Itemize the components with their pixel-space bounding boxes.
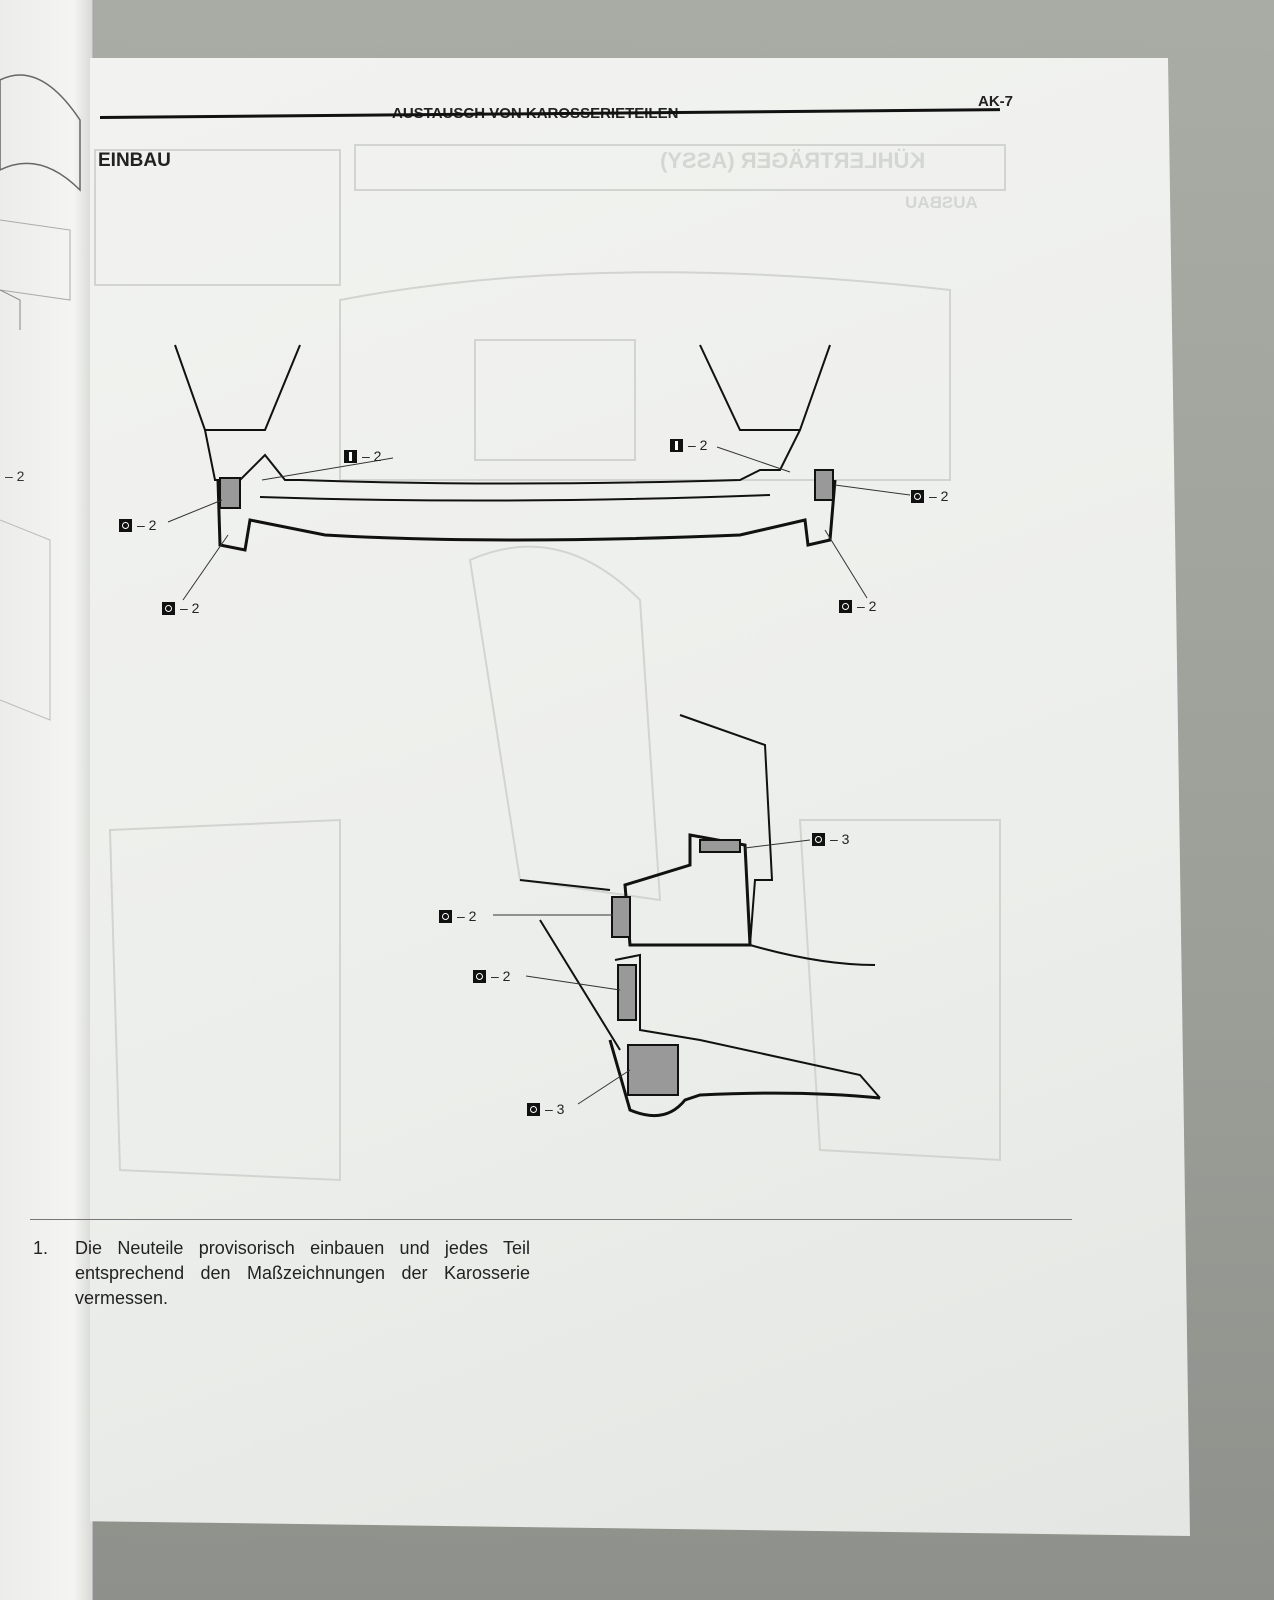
callout-text: – 3 xyxy=(545,1101,565,1117)
weld-callout: – 2 xyxy=(473,968,510,984)
manual-page xyxy=(90,58,1190,1536)
weld-callout: – 3 xyxy=(812,831,849,847)
step-number: 1. xyxy=(33,1238,49,1258)
spot-weld-i-icon xyxy=(344,449,357,463)
weld-callout: – 2 xyxy=(162,600,199,616)
weld-callout: – 2 xyxy=(911,488,948,504)
callout-text: – 2 xyxy=(137,517,157,533)
radiator-support-diagram xyxy=(174,344,837,552)
callout-text: – 2 xyxy=(362,448,382,464)
callout-text: – 2 xyxy=(688,437,708,453)
spot-weld-o-icon xyxy=(439,909,452,923)
spot-weld-o-icon xyxy=(473,969,486,983)
page-number: AK-7 xyxy=(978,93,1014,110)
weld-callout: – 2 xyxy=(119,517,156,533)
left-page-edge: – 2 xyxy=(0,0,93,1600)
callout-text: – 2 xyxy=(180,600,200,616)
weld-callout: – 2 xyxy=(839,598,876,614)
section-title: EINBAU xyxy=(98,150,171,171)
spot-weld-o-icon xyxy=(839,599,852,613)
callout-text: – 2 xyxy=(929,488,949,504)
callout-text: – 2 xyxy=(457,908,477,924)
weld-callout: – 3 xyxy=(527,1101,564,1117)
bleed-through-drawing xyxy=(94,144,1006,1182)
text-divider xyxy=(30,1219,1072,1220)
callout-text: – 2 xyxy=(491,968,511,984)
left-page-margin-label: – 2 xyxy=(5,468,25,484)
weld-callout: – 2 xyxy=(670,437,707,453)
left-page-illustration xyxy=(0,74,81,721)
spot-weld-o-icon xyxy=(119,518,132,532)
spot-weld-o-icon xyxy=(162,601,175,615)
weld-callout: – 2 xyxy=(439,908,476,924)
spot-weld-i-icon xyxy=(670,438,683,452)
leader-lines xyxy=(167,446,911,1105)
side-member-diagram xyxy=(519,714,881,1118)
spot-weld-o-icon xyxy=(527,1102,540,1116)
weld-callout: – 2 xyxy=(344,448,381,464)
step-text: Die Neuteile provisorisch einbauen und j… xyxy=(75,1238,530,1308)
spot-weld-o-icon xyxy=(812,832,825,846)
spot-weld-o-icon xyxy=(911,489,924,503)
callout-text: – 3 xyxy=(830,831,850,847)
callout-text: – 2 xyxy=(857,598,877,614)
